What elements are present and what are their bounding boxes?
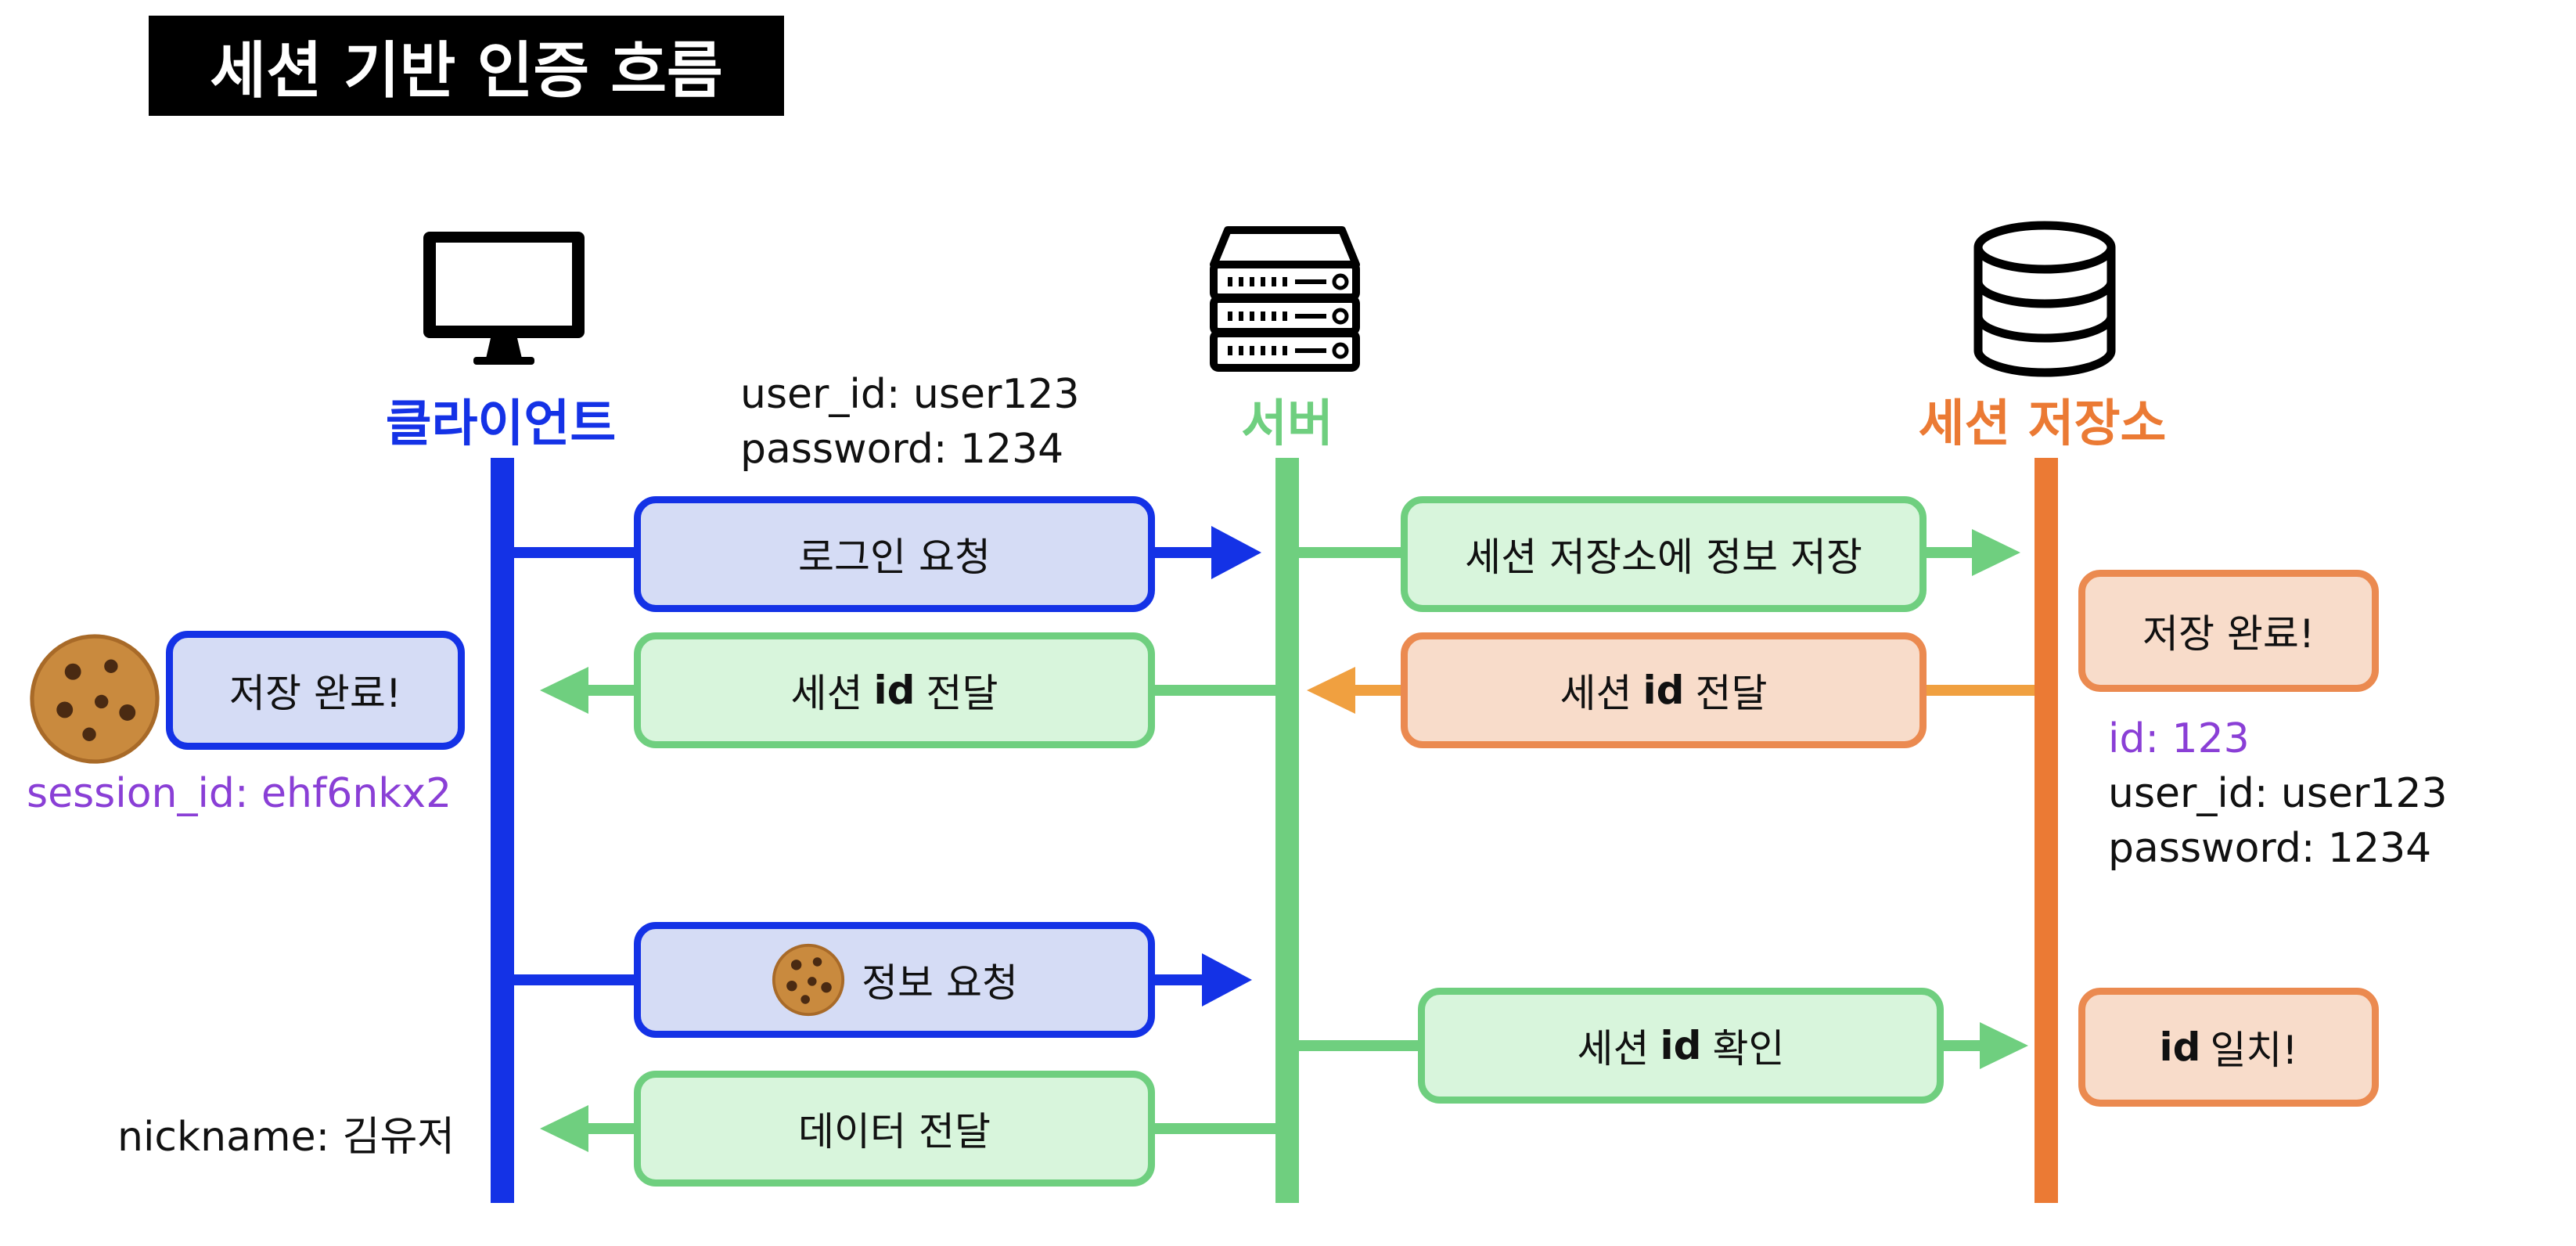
stored-record-user-id: user_id: user123 [2108,770,2448,817]
session-id-deliver-arrowhead [540,667,588,714]
login-request-box: 로그인 요청 [634,496,1155,612]
id-match-text: 일치! [2210,1028,2298,1073]
info-request-text: 정보 요청 [862,960,1018,1006]
store-session-info-box: 세션 저장소에 정보 저장 [1401,496,1927,612]
result-nickname: nickname: 김유저 [117,1114,455,1161]
credentials-user-id: user_id: user123 [740,371,1080,418]
cookie-icon [772,943,845,1017]
session-id-check-post: 확인 [1712,1026,1785,1071]
store-label: 세션 저장소 [1918,395,2167,453]
data-deliver-arrowhead [540,1105,588,1152]
client-saved-text: 저장 완료! [229,671,401,716]
session-check-arrowhead [1980,1022,2028,1069]
client-saved-note: 저장 완료! [166,631,465,750]
login-request-arrowhead [1211,526,1261,579]
session-id-deliver-client-key: id [873,668,916,713]
database-icon [1973,221,2116,377]
store-info-arrowhead [1972,529,2020,576]
client-lifeline [491,458,514,1203]
login-request-text: 로그인 요청 [798,535,991,580]
monitor-icon [423,232,585,365]
id-match-note: id 일치! [2078,988,2379,1107]
session-id-deliver-client-post: 전달 [926,671,998,716]
session-id-deliver-server-key: id [1642,668,1685,713]
server-lifeline [1275,458,1299,1203]
stored-record-id: id: 123 [2108,715,2250,762]
session-id-return-arrowhead [1307,667,1355,714]
title-banner: 세션 기반 인증 흐름 [149,16,784,116]
id-match-key: id [2159,1025,2201,1070]
credentials-password: password: 1234 [740,426,1064,473]
session-id-deliver-client-box: 세션 id 전달 [634,632,1155,748]
session-id-cookie: session_id: ehf6nkx2 [27,770,452,817]
session-id-deliver-client-pre: 세션 [790,671,863,716]
data-deliver-box: 데이터 전달 [634,1071,1155,1187]
session-id-check-key: id [1660,1023,1702,1068]
store-saved-text: 저장 완료! [2142,611,2315,657]
session-id-check-pre: 세션 [1577,1026,1650,1071]
session-id-deliver-server-box: 세션 id 전달 [1401,632,1927,748]
server-rack-icon [1210,226,1360,372]
info-request-box: 정보 요청 [634,922,1155,1038]
session-id-deliver-server-post: 전달 [1695,671,1768,716]
info-request-arrowhead [1202,953,1252,1007]
data-deliver-text: 데이터 전달 [798,1109,991,1154]
session-id-check-box: 세션 id 확인 [1418,988,1944,1104]
page-title: 세션 기반 인증 흐름 [210,36,723,106]
session-id-deliver-server-pre: 세션 [1560,671,1632,716]
store-lifeline [2035,458,2058,1203]
cookie-icon [30,634,160,764]
client-label: 클라이언트 [385,395,617,453]
server-label: 서버 [1241,395,1333,453]
store-session-info-text: 세션 저장소에 정보 저장 [1465,535,1862,580]
stored-record-password: password: 1234 [2108,825,2432,872]
store-saved-note: 저장 완료! [2078,570,2379,692]
